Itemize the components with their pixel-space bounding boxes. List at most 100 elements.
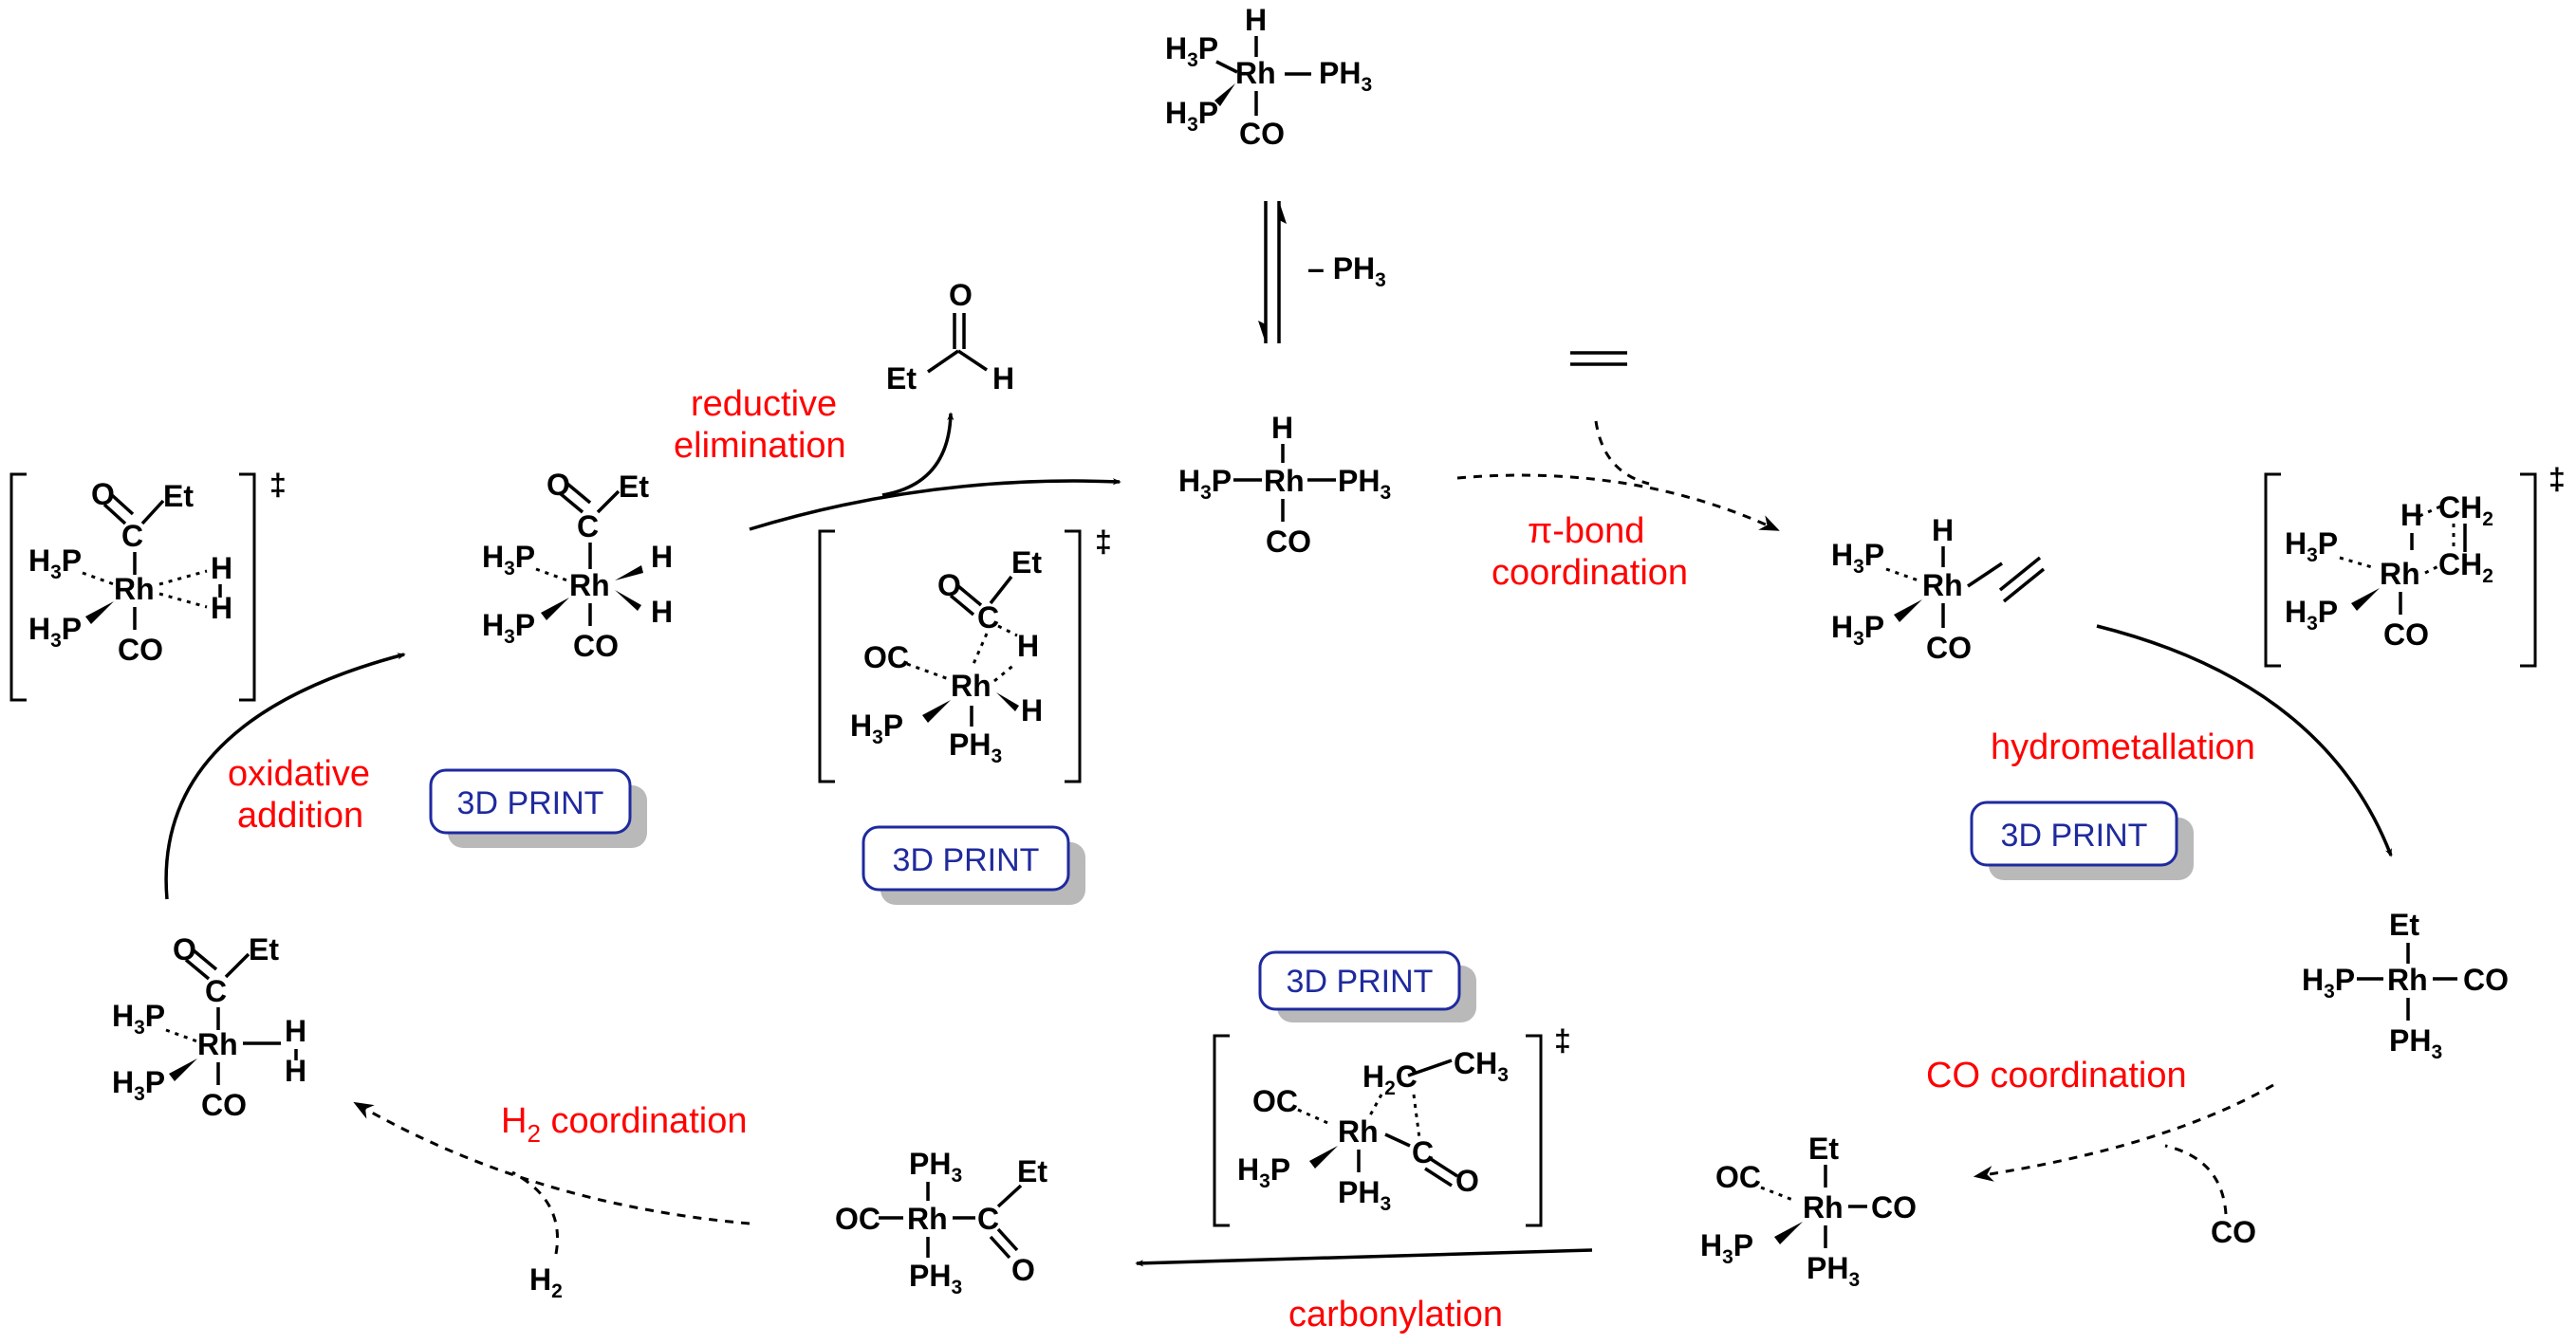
label-addition: addition (237, 796, 363, 836)
svg-text:H3P: H3P (2285, 526, 2338, 566)
svg-text:Et: Et (1017, 1154, 1047, 1188)
svg-text:CO: CO (118, 633, 163, 667)
svg-text:H: H (651, 540, 673, 574)
svg-text:Rh: Rh (114, 572, 155, 606)
svg-text:Rh: Rh (2387, 963, 2428, 997)
complex-rh-h-ph3-2-co: H H3P Rh PH3 CO (1178, 411, 1391, 559)
svg-text:OC: OC (863, 640, 909, 674)
svg-text:‡: ‡ (269, 468, 287, 502)
svg-text:H: H (285, 1014, 306, 1048)
label-pi-bond: π-bond (1528, 511, 1644, 551)
svg-text:Rh: Rh (1803, 1190, 1844, 1224)
svg-text:CH2: CH2 (2438, 490, 2493, 530)
svg-text:Rh: Rh (1338, 1114, 1379, 1149)
svg-text:H3P: H3P (112, 999, 165, 1039)
svg-text:– PH3: – PH3 (1307, 251, 1386, 291)
transition-state-hydrometallation: ‡ CH2 H CH2 H3P Rh H3P CO (2264, 462, 2566, 668)
svg-text:Rh: Rh (1922, 568, 1963, 602)
svg-text:CO: CO (1926, 631, 1972, 665)
print-button-2[interactable]: 3D PRINT (862, 825, 1085, 905)
svg-text:CO: CO (1266, 525, 1311, 559)
svg-text:Rh: Rh (1264, 464, 1305, 498)
svg-text:H: H (1271, 411, 1293, 445)
label-reductive: reductive (691, 384, 837, 424)
print-button-1[interactable]: 3D PRINT (429, 768, 647, 848)
svg-text:OC: OC (1252, 1084, 1298, 1118)
svg-text:C: C (977, 1202, 999, 1236)
svg-text:C: C (205, 974, 227, 1008)
svg-text:H3P: H3P (1831, 610, 1884, 650)
svg-text:H3P: H3P (1178, 464, 1232, 504)
label-oxidative: oxidative (228, 754, 370, 794)
svg-text:PH3: PH3 (1319, 56, 1372, 96)
cycle-arrows (164, 412, 2393, 1267)
complex-acyl-dihydride: O Et C H3P Rh H H H3P CO (482, 468, 673, 663)
complex-acyl-dihydrogen: O Et C H3P Rh H H H3P CO (112, 932, 306, 1122)
complex-ethylene-hydride: H H3P Rh H3P CO (1831, 513, 2046, 665)
svg-text:H3P: H3P (1700, 1228, 1753, 1268)
free-co: CO (2211, 1215, 2256, 1249)
svg-text:H3P: H3P (482, 540, 535, 580)
svg-text:C: C (121, 519, 143, 553)
svg-text:O: O (1011, 1253, 1035, 1287)
print-button-4[interactable]: 3D PRINT (1258, 950, 1476, 1022)
svg-text:O: O (173, 932, 196, 967)
svg-text:Rh: Rh (951, 669, 991, 703)
svg-text:OC: OC (835, 1202, 880, 1236)
svg-text:H: H (651, 595, 673, 629)
svg-text:O: O (1455, 1164, 1479, 1198)
label-carbonylation: carbonylation (1288, 1295, 1503, 1335)
equilibrium-arrows: – PH3 (1258, 201, 1386, 343)
svg-text:Rh: Rh (197, 1027, 238, 1061)
svg-text:H3P: H3P (850, 709, 903, 748)
svg-text:O: O (91, 477, 115, 511)
transition-state-oxidative-addition: ‡ O Et C H3P Rh H H H3P CO (9, 468, 287, 702)
svg-text:H: H (211, 551, 232, 585)
svg-text:PH3: PH3 (2389, 1023, 2442, 1063)
svg-text:PH3: PH3 (1807, 1251, 1860, 1291)
print-button-label: 3D PRINT (1287, 964, 1434, 1000)
transition-state-reductive-elimination: ‡ O Et C H OC Rh H H3P PH3 (818, 525, 1112, 783)
svg-text:Et: Et (2389, 908, 2419, 942)
free-h2: H2 (529, 1262, 563, 1302)
svg-text:H3P: H3P (482, 608, 535, 648)
print-button-label: 3D PRINT (457, 785, 604, 821)
propanal: O Et H (886, 278, 1014, 396)
svg-text:H3P: H3P (2285, 595, 2338, 635)
svg-text:H3P: H3P (28, 612, 82, 652)
svg-text:C: C (1412, 1135, 1434, 1169)
svg-text:CO: CO (1871, 1190, 1917, 1224)
svg-text:H: H (1932, 513, 1954, 547)
svg-text:PH3: PH3 (949, 727, 1002, 767)
atom-label: H (1245, 3, 1267, 37)
svg-text:H3P: H3P (1165, 96, 1218, 136)
complex-ethyl-dicarbonyl: Et OC Rh CO H3P PH3 (1700, 1132, 1917, 1291)
svg-text:CO: CO (573, 629, 619, 663)
svg-text:CH3: CH3 (1454, 1046, 1509, 1086)
step-labels: reductive elimination π-bond coordinatio… (228, 384, 2255, 1335)
svg-text:O: O (949, 278, 973, 312)
ethylene (1570, 351, 1627, 366)
complex-rh-h-ph3-3-co: H Rh H3P PH3 H3P CO (1165, 3, 1372, 151)
svg-text:H: H (211, 591, 232, 625)
complex-acyl: PH3 OC Rh C Et O PH3 (835, 1147, 1047, 1298)
print-button-label: 3D PRINT (2001, 818, 2148, 854)
svg-text:OC: OC (1715, 1160, 1761, 1194)
svg-text:PH3: PH3 (909, 1147, 962, 1187)
svg-text:‡: ‡ (1554, 1023, 1571, 1058)
svg-text:H: H (2400, 498, 2422, 532)
svg-text:Et: Et (249, 932, 279, 967)
svg-text:CO: CO (2463, 963, 2509, 997)
svg-text:H3P: H3P (28, 543, 82, 583)
svg-text:‡: ‡ (1095, 525, 1112, 559)
print-button-3[interactable]: 3D PRINT (1970, 801, 2194, 880)
svg-text:H3P: H3P (1831, 538, 1884, 578)
svg-text:Rh: Rh (907, 1202, 948, 1236)
svg-text:Et: Et (619, 469, 649, 504)
svg-text:C: C (977, 600, 999, 635)
label-elimination: elimination (674, 426, 846, 466)
svg-text:O: O (937, 568, 961, 602)
svg-text:CH2: CH2 (2438, 547, 2493, 587)
atom-label: Rh (1235, 56, 1276, 90)
